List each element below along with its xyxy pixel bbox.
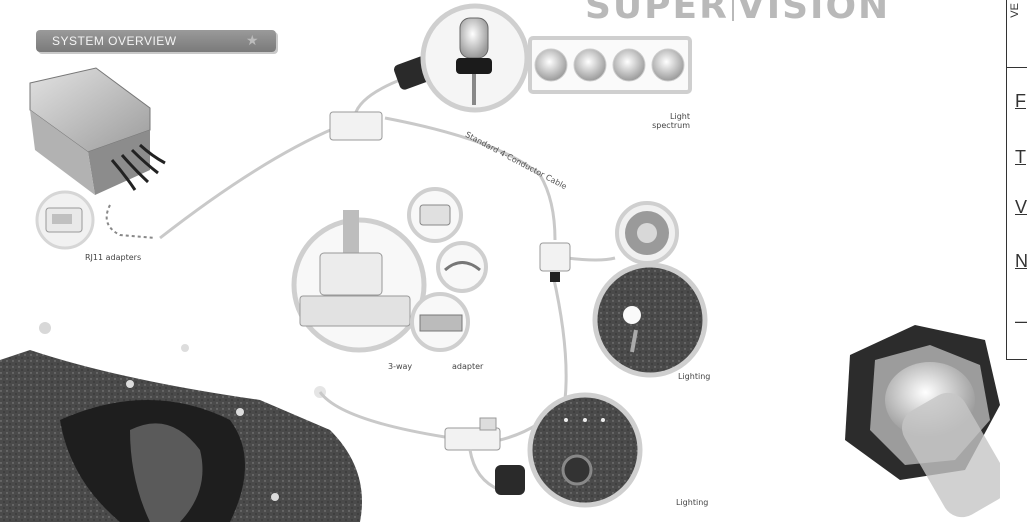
top-light-fixture	[393, 6, 527, 110]
light-spectrum-label: Light spectrum	[640, 112, 690, 130]
side-panel-item-4[interactable]: N	[1015, 251, 1027, 272]
lighting-label-lower: Lighting	[676, 498, 708, 507]
side-panel-item-1[interactable]: F	[1015, 91, 1026, 112]
control-box	[30, 68, 165, 195]
light-spectrum-line2: spectrum	[640, 121, 690, 130]
side-panel-divider	[1007, 67, 1027, 68]
rj11-label: RJ11 adapters	[85, 253, 141, 262]
junction-top	[330, 112, 382, 140]
side-panel: VE F T V N —	[1006, 0, 1027, 360]
lighting-label-upper: Lighting	[678, 372, 710, 381]
three-way-label-1: 3-way	[388, 362, 412, 371]
side-panel-item-5[interactable]: —	[1015, 311, 1027, 332]
side-panel-vertical-text: VE	[1009, 3, 1021, 18]
light-spectrum-swatches	[530, 38, 690, 92]
side-panel-item-2[interactable]: T	[1015, 147, 1026, 168]
large-light-lens	[845, 325, 1000, 522]
system-illustration	[0, 0, 1000, 522]
lighting-detail-lower	[530, 395, 640, 505]
rj11-adapter	[37, 192, 93, 248]
side-panel-item-3[interactable]: V	[1015, 197, 1027, 218]
spa-shell	[0, 322, 362, 522]
light-spectrum-line1: Light	[640, 112, 690, 121]
three-way-adapter-detail	[294, 189, 486, 350]
three-way-label-2: adapter	[452, 362, 483, 371]
junction-bottom	[445, 418, 525, 495]
junction-middle	[540, 243, 570, 282]
lighting-detail-upper	[595, 203, 705, 375]
